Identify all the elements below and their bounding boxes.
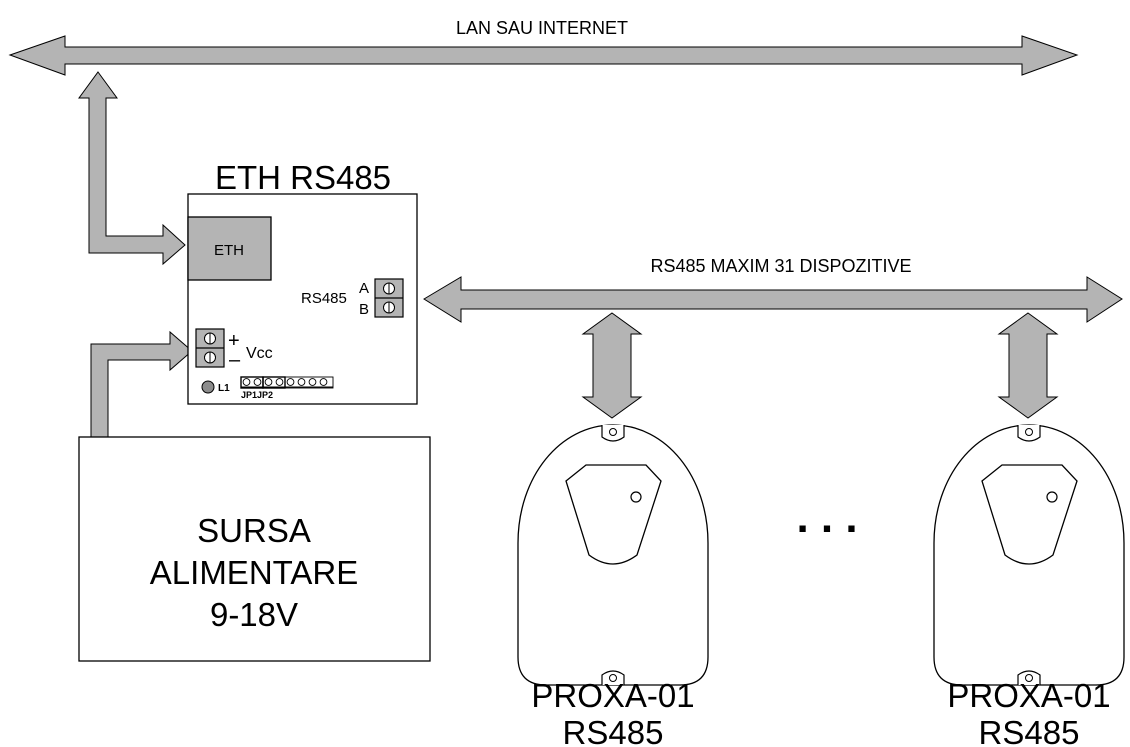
power-link-arrow [90,330,193,438]
minus-label: – [229,349,241,371]
eth-port-label: ETH [214,242,244,259]
rs485-terminal-label: RS485 [301,290,347,307]
reader-2-name: PROXA-01 [947,677,1110,714]
more-readers-ellipsis: . . . [796,493,857,542]
reader-2-bus: RS485 [979,714,1080,747]
jumper-header [240,376,334,389]
terminal-b-label: B [359,301,369,318]
jumper-label: JP1JP2 [241,390,273,400]
rs485-bus-arrow [423,276,1123,323]
reader-2-link-arrow [997,312,1059,419]
reader-2-device [933,424,1125,686]
lan-bus-arrow [8,35,1079,76]
power-terminal-block [195,328,225,368]
eth-link-arrow [78,71,186,266]
lan-bus-label: LAN SAU INTERNET [456,18,628,38]
power-supply-line1: SURSA [197,512,311,549]
eth-port [187,216,272,281]
led-indicator [201,380,215,394]
reader-1-bus: RS485 [563,714,664,747]
power-supply-box [78,436,431,662]
module-title: ETH RS485 [215,159,391,196]
reader-1-link-arrow [581,312,643,419]
power-supply-line3: 9-18V [210,596,298,633]
reader-1-name: PROXA-01 [531,677,694,714]
rs485-bus-label: RS485 MAXIM 31 DISPOZITIVE [650,256,911,276]
vcc-label: Vcc [246,345,273,362]
terminal-a-label: A [359,280,369,297]
reader-1-device [517,424,709,686]
led-label: L1 [218,383,230,394]
rs485-terminal-block [374,278,404,318]
plus-label: + [228,330,240,352]
power-supply-line2: ALIMENTARE [150,554,358,591]
